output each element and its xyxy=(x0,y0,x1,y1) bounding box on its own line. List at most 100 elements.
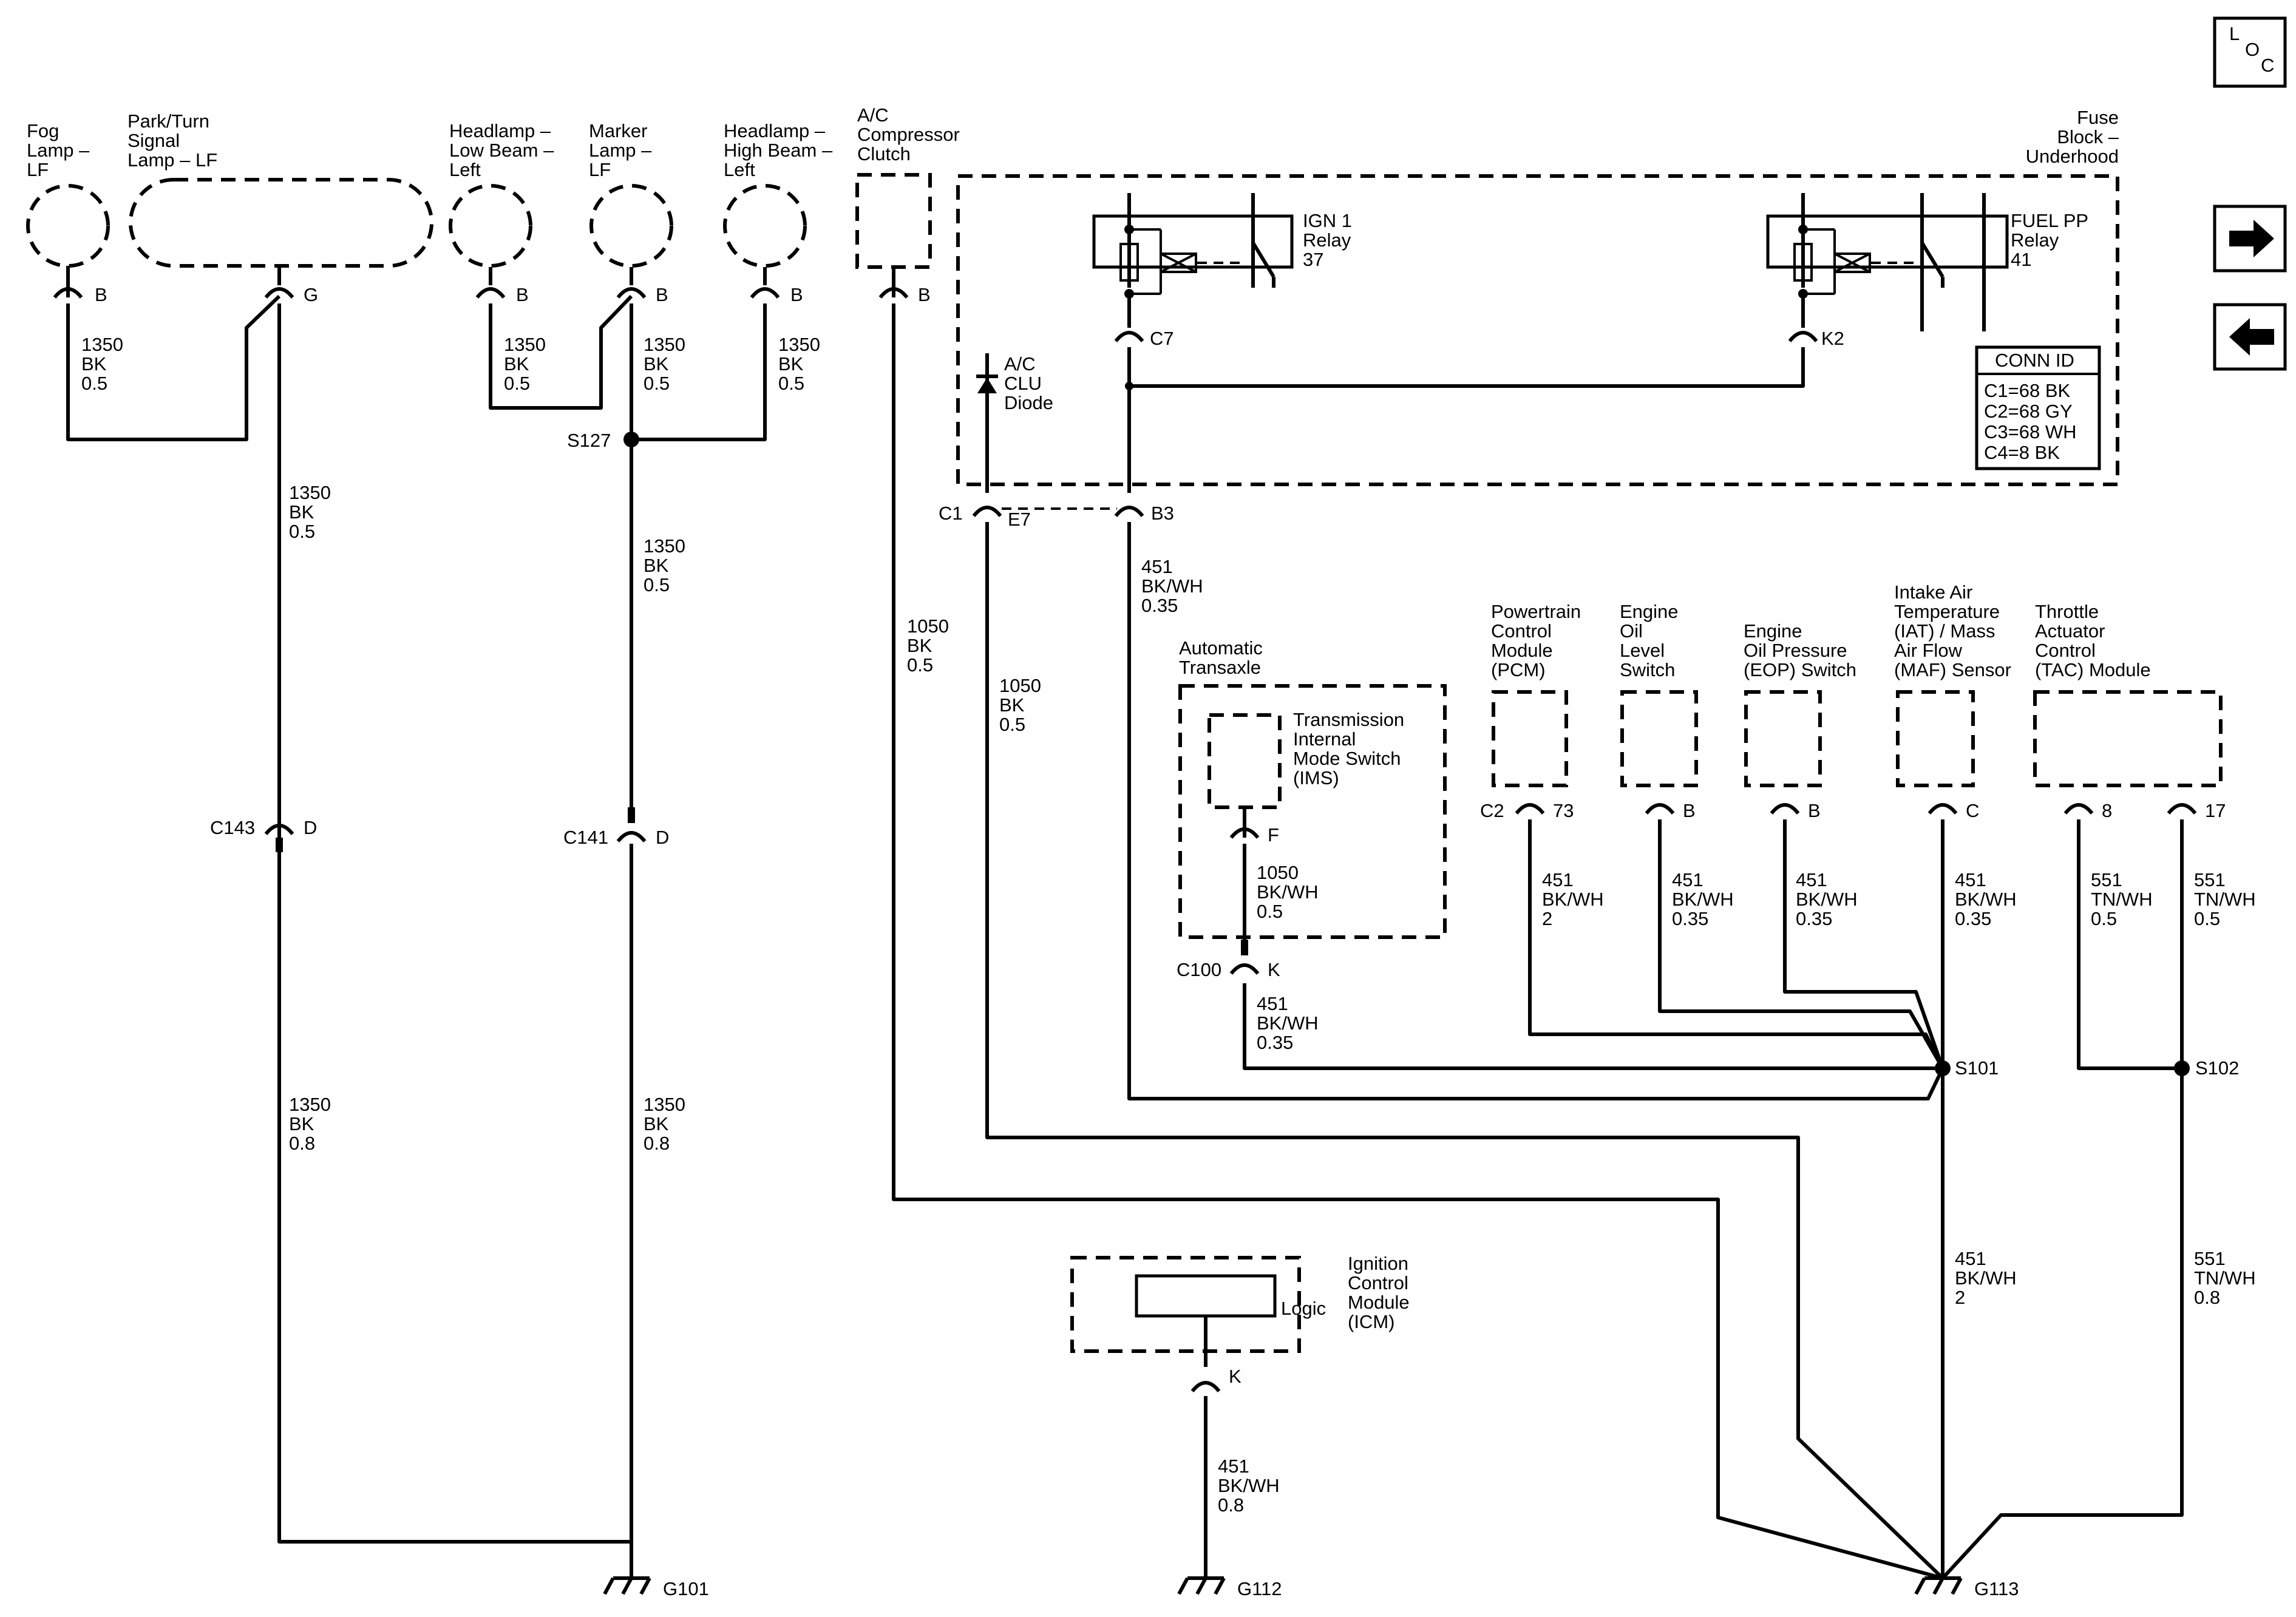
splice-s127-label: S127 xyxy=(567,430,611,451)
svg-text:C143: C143 xyxy=(210,817,255,838)
svg-text:F: F xyxy=(1268,824,1279,846)
svg-text:B: B xyxy=(95,284,107,305)
headlamp-low-symbol xyxy=(449,184,532,268)
wires xyxy=(66,266,2184,1580)
splice-s101-label: S101 xyxy=(1955,1057,1999,1079)
svg-text:B: B xyxy=(1683,800,1696,821)
fog-lamp-symbol xyxy=(26,184,110,268)
auto-transaxle-outline xyxy=(1178,684,1447,939)
svg-text:17: 17 xyxy=(2205,800,2226,821)
ims-symbol xyxy=(1207,713,1282,809)
svg-text:G: G xyxy=(304,284,318,305)
ground-g113-label: G113 xyxy=(1974,1578,2019,1599)
splice-s101-dot xyxy=(1935,1060,1951,1076)
loc-o-letter: O xyxy=(2245,39,2260,60)
ground-g112-label: G112 xyxy=(1237,1578,1282,1599)
loc-button[interactable]: L O C xyxy=(2213,16,2287,88)
arrow-left-icon xyxy=(2229,318,2274,356)
eop-switch-symbol xyxy=(1744,690,1822,787)
conn-id-title: CONN ID xyxy=(1995,350,2074,371)
svg-text:B: B xyxy=(790,284,803,305)
fuel-pp-relay xyxy=(1766,193,2009,331)
park-turn-lamp-symbol xyxy=(129,178,433,268)
svg-text:C100: C100 xyxy=(1177,959,1221,980)
ground-g101-label: G101 xyxy=(663,1578,709,1599)
headlamp-high-symbol xyxy=(723,184,807,268)
ac-clutch-symbol xyxy=(855,173,932,269)
svg-text:C1: C1 xyxy=(939,503,963,524)
ac-clu-diode xyxy=(976,353,998,493)
svg-text:K2: K2 xyxy=(1821,328,1844,349)
svg-text:E7: E7 xyxy=(1008,509,1031,530)
arrow-right-icon xyxy=(2229,220,2274,257)
splice-s102-label: S102 xyxy=(2195,1057,2239,1079)
icm-logic-label: Logic xyxy=(1281,1298,1326,1319)
loc-l-letter: L xyxy=(2229,23,2240,44)
icm-outline xyxy=(1070,1256,1301,1353)
fuse-block-outline xyxy=(956,174,2119,486)
svg-text:B: B xyxy=(918,284,931,305)
pin-labels: B G B B B B C7 K2 C1 E7 B3 C143 D C141 D… xyxy=(95,284,2226,1387)
marker-lamp-symbol xyxy=(589,184,673,268)
ground-symbol-g113 xyxy=(1914,1576,1963,1595)
conn-id-row: C3=68 WH xyxy=(1984,421,2076,442)
svg-text:73: 73 xyxy=(1553,800,1574,821)
connector-terminals xyxy=(53,267,2197,1392)
ground-symbol-g112 xyxy=(1177,1576,1226,1595)
splice-s127-dot xyxy=(623,432,639,447)
svg-text:C7: C7 xyxy=(1150,328,1174,349)
conn-id-table: CONN ID C1=68 BK C2=68 GY C3=68 WH C4=8 … xyxy=(1975,345,2101,470)
previous-page-button[interactable] xyxy=(2213,303,2287,371)
svg-text:B: B xyxy=(516,284,529,305)
svg-text:B3: B3 xyxy=(1151,503,1174,524)
conn-id-row: C4=8 BK xyxy=(1984,442,2060,463)
svg-text:D: D xyxy=(304,817,317,838)
svg-text:B: B xyxy=(1808,800,1821,821)
ign1-relay xyxy=(1092,193,1294,328)
splice-s102-dot xyxy=(2174,1060,2190,1076)
next-page-button[interactable] xyxy=(2213,205,2287,273)
conn-id-row: C1=68 BK xyxy=(1984,380,2071,401)
loc-c-letter: C xyxy=(2261,55,2274,76)
svg-text:8: 8 xyxy=(2102,800,2112,821)
svg-text:K: K xyxy=(1229,1366,1241,1387)
svg-text:C2: C2 xyxy=(1480,800,1504,821)
svg-text:D: D xyxy=(656,827,669,848)
